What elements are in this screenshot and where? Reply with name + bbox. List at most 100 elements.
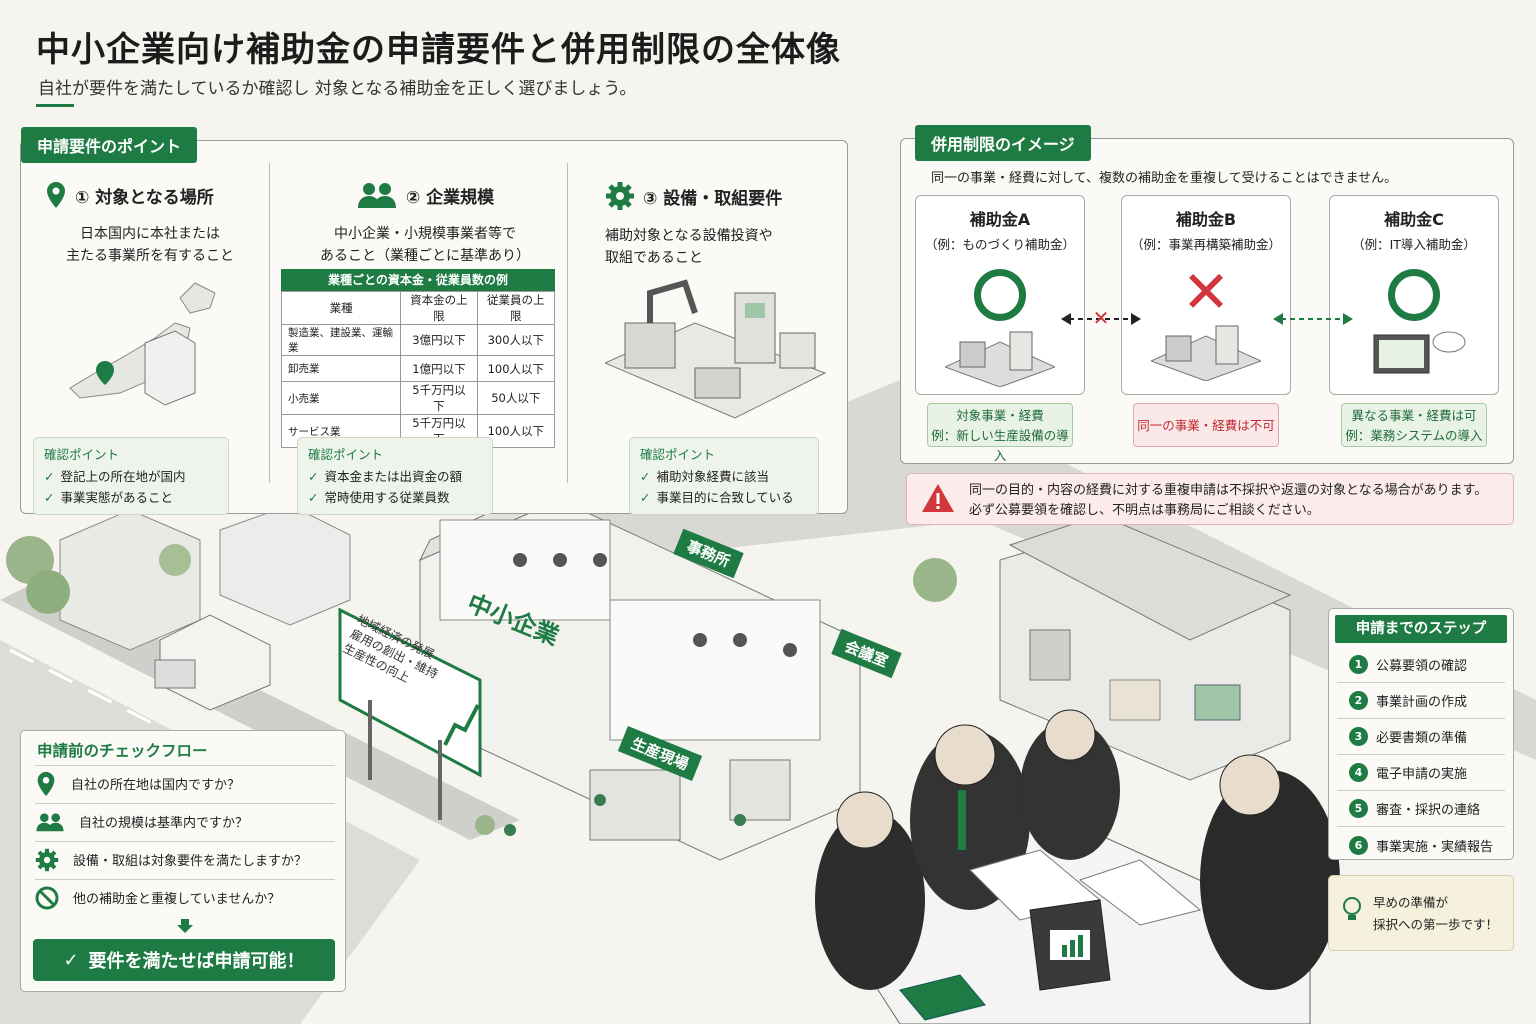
step-label: 事業計画の作成	[1376, 695, 1468, 710]
checkpoint-title: 確認ポイント	[640, 447, 716, 462]
down-arrow-icon	[177, 919, 193, 933]
checkpoint-title: 確認ポイント	[44, 447, 120, 462]
requirements-panel: 申請要件のポイント ① 対象となる場所 日本国内に本社または 主たる事業所を有す…	[20, 127, 848, 515]
step-item: 1 公募要領の確認	[1337, 647, 1505, 683]
column-divider	[269, 163, 270, 483]
table-cell: 50人以下	[476, 381, 556, 415]
page-title: 中小企業向け補助金の申請要件と併用制限の全体像	[36, 30, 841, 70]
tag-not-allowed: 同一の事業・経費は不可	[1133, 403, 1279, 447]
scale-heading-text: ② 企業規模	[405, 187, 495, 208]
subsidy-example: （例：ものづくり補助金）	[924, 237, 1075, 252]
subsidy-example: （例：IT導入補助金）	[1352, 237, 1476, 252]
subsidy-card-a: 補助金A （例：ものづくり補助金）	[915, 195, 1085, 395]
table-cell: 製造業、建設業、運輸業	[280, 324, 402, 356]
not-allowed-arrow-icon: ✕	[1061, 309, 1141, 329]
table-cell: 5千万円以下	[400, 381, 478, 415]
equipment-illustration	[603, 279, 827, 419]
step-number: 2	[1349, 691, 1368, 710]
lightbulb-icon	[1343, 897, 1361, 920]
step-label: 公募要領の確認	[1376, 659, 1468, 674]
ng-cross-icon: ✕	[1181, 258, 1231, 326]
eligible-result: ✓ 要件を満たせば申請可能！	[33, 939, 335, 981]
steps-title: 申請までのステップ	[1335, 615, 1507, 643]
pin-icon	[47, 182, 65, 208]
step-item: 4 電子申請の実施	[1337, 755, 1505, 791]
table-row: 小売業 5千万円以下 50人以下	[280, 381, 556, 415]
flow-item-text: 他の補助金と重複していませんか？	[73, 892, 281, 907]
table-cell: 小売業	[280, 381, 402, 415]
checkpoint-item: 補助対象経費に該当	[640, 466, 808, 487]
tip-line: 早めの準備が	[1373, 895, 1449, 910]
svg-text:✕: ✕	[1093, 309, 1110, 329]
flow-item-text: 設備・取組は対象要件を満たしますか？	[73, 854, 308, 869]
checkpoint-item: 資本金または出資金の額	[308, 466, 482, 487]
machine-icon	[943, 331, 1057, 388]
location-text-line: 日本国内に本社または	[80, 226, 220, 242]
warning-line: 必ず公募要領を確認し、不明点は事務局にご相談ください。	[969, 503, 1320, 518]
japan-map-illustration	[69, 282, 216, 406]
tag-line: 例：業務システムの導入	[1345, 428, 1483, 443]
table-cell: 1億円以下	[400, 355, 478, 382]
tag-line: 対象事業・経費	[956, 408, 1044, 423]
tip-box: 早めの準備が 採択への第一歩です！	[1328, 875, 1514, 951]
scale-table-caption: 業種ごとの資本金・従業員数の例	[281, 269, 555, 291]
warning-icon	[922, 484, 954, 512]
ok-circle-icon	[1388, 269, 1440, 321]
table-header: 従業員の上限	[476, 291, 556, 325]
flow-item-text: 自社の所在地は国内ですか？	[71, 778, 241, 793]
page-subtitle: 自社が要件を満たしているか確認し 対象となる補助金を正しく選びましょう。	[38, 79, 637, 99]
step-number: 4	[1349, 763, 1368, 782]
equipment-checkpoints: 確認ポイント 補助対象経費に該当 事業目的に合致している	[629, 437, 819, 515]
scale-column: ② 企業規模 中小企業・小規模事業者等で あること（業種ごとに基準あり）	[285, 181, 565, 267]
tag-allowed: 異なる事業・経費は可 例：業務システムの導入	[1341, 403, 1487, 447]
table-cell: 100人以下	[476, 355, 556, 382]
checkpoint-item: 常時使用する従業員数	[308, 487, 482, 508]
equipment-column: ③ 設備・取組要件 補助対象となる設備投資や 取組であること	[603, 181, 835, 427]
table-cell: 300人以下	[476, 324, 556, 356]
people-icon	[36, 812, 64, 831]
step-label: 事業実施・実績報告	[1376, 839, 1494, 855]
scale-heading: ② 企業規模	[285, 181, 565, 209]
prohibited-icon	[35, 886, 59, 909]
check-flow-panel: 申請前のチェックフロー 自社の所在地は国内ですか？ 自社の規模は基準内ですか？ …	[20, 730, 346, 992]
warning-text: 同一の目的・内容の経費に対する重複申請は不採択や返還の対象となる場合があります。…	[969, 481, 1487, 521]
scale-checkpoints: 確認ポイント 資本金または出資金の額 常時使用する従業員数	[297, 437, 493, 515]
check-icon: ✓	[63, 949, 79, 971]
table-header-row: 業種 資本金の上限 従業員の上限	[280, 291, 556, 325]
table-header: 業種	[280, 291, 402, 325]
scale-text-line: 中小企業・小規模事業者等で	[334, 226, 516, 242]
location-column: ① 対象となる場所 日本国内に本社または 主たる事業所を有すること	[45, 181, 255, 427]
table-row: 卸売業 1億円以下 100人以下	[280, 355, 556, 382]
tag-line: 異なる事業・経費は可	[1351, 408, 1477, 423]
table-cell: 100人以下	[476, 414, 556, 448]
ok-circle-icon	[974, 269, 1026, 321]
equipment-heading-text: ③ 設備・取組要件	[643, 188, 783, 209]
flow-item: 設備・取組は対象要件を満たしますか？	[35, 841, 335, 877]
combination-note: 同一の事業・経費に対して、複数の補助金を重複して受けることはできません。	[931, 171, 1398, 186]
title-underline	[36, 104, 74, 107]
step-number: 1	[1349, 655, 1368, 674]
flow-item-text: 自社の規模は基準内ですか？	[79, 816, 249, 831]
machine-icon	[1149, 325, 1263, 382]
flow-item: 自社の規模は基準内ですか？	[35, 803, 335, 839]
equipment-heading: ③ 設備・取組要件	[605, 181, 835, 211]
subsidy-name: 補助金A	[969, 210, 1031, 229]
checkpoint-item: 登記上の所在地が国内	[44, 466, 218, 487]
equipment-text-line: 補助対象となる設備投資や	[605, 228, 773, 244]
step-label: 電子申請の実施	[1376, 767, 1468, 782]
step-number: 3	[1349, 727, 1368, 746]
pin-icon	[37, 771, 55, 796]
eligible-result-text: 要件を満たせば申請可能！	[88, 951, 305, 972]
table-cell: 卸売業	[280, 355, 402, 382]
computer-cloud-icon	[1373, 331, 1466, 374]
tag-line: 例：新しい生産設備の導入	[931, 428, 1069, 463]
step-number: 6	[1349, 835, 1368, 855]
checkpoint-item: 事業目的に合致している	[640, 487, 808, 508]
checkpoint-title: 確認ポイント	[308, 447, 384, 462]
requirements-tab: 申請要件のポイント	[21, 127, 198, 163]
checkpoint-item: 事業実態があること	[44, 487, 218, 508]
table-cell: 3億円以下	[400, 324, 478, 356]
combination-tab: 併用制限のイメージ	[915, 125, 1091, 161]
warning-box: 同一の目的・内容の経費に対する重複申請は不採択や返還の対象となる場合があります。…	[906, 473, 1514, 525]
